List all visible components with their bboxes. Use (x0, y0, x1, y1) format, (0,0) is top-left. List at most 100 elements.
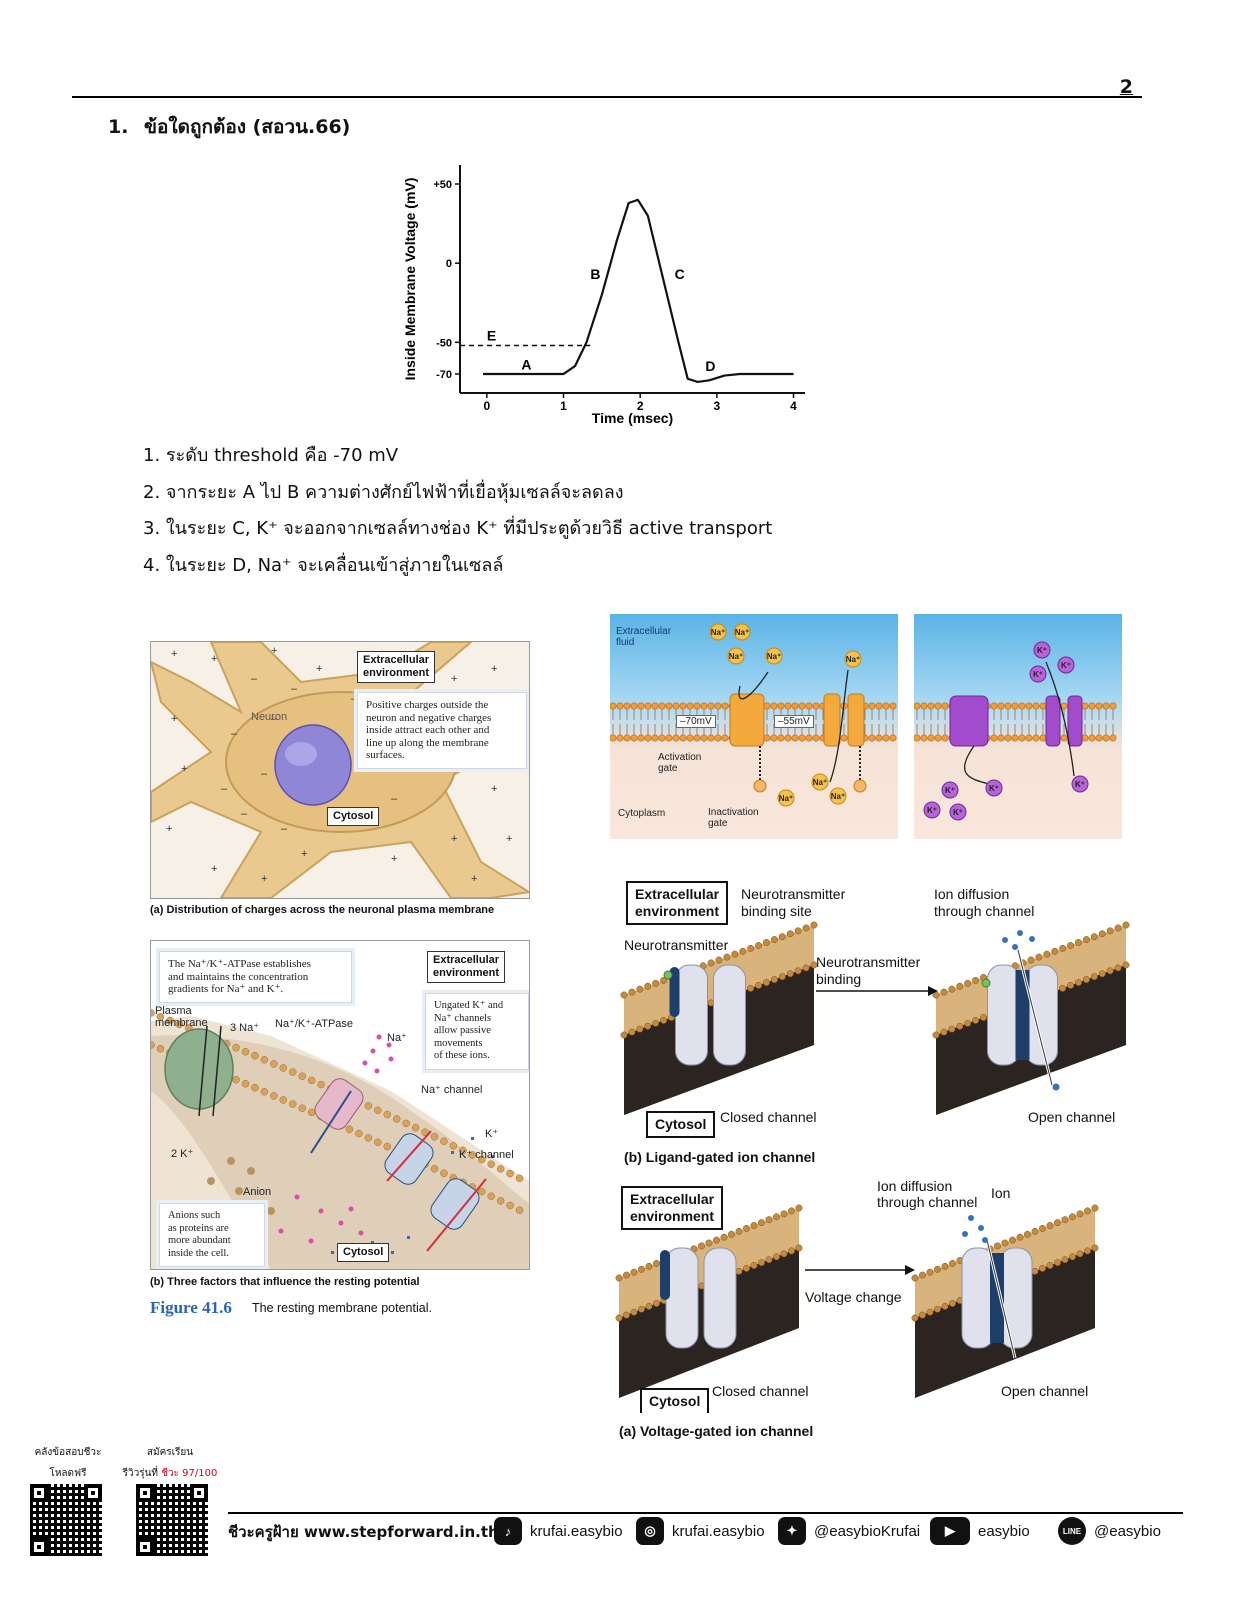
lipid-head (383, 1142, 391, 1151)
lipid-head (868, 734, 876, 742)
choice-3[interactable]: 3. ในระยะ C, K⁺ จะออกจากเซลล์ทางช่อง K⁺ … (143, 518, 773, 539)
open-pore (990, 1253, 1004, 1343)
channel-subunit (987, 964, 1020, 1066)
cytosol-label: Cytosol (337, 1243, 390, 1262)
anion-dot (267, 1207, 275, 1215)
choice-2[interactable]: 2. จากระยะ A ไป B ความต่างศักย์ไฟฟ้าที่เ… (143, 481, 624, 503)
ion-label: K⁺ (1033, 670, 1043, 679)
lipid-head (1031, 1267, 1039, 1275)
plus-charge: + (181, 763, 187, 775)
lipid-head (948, 1025, 956, 1033)
lipid-head (990, 702, 998, 710)
na-dot (388, 1056, 394, 1062)
lipid-head (241, 1048, 250, 1056)
open-pore (1015, 970, 1030, 1060)
lipid-head (496, 1197, 505, 1205)
na-label: Na⁺ (387, 1032, 407, 1044)
ions (1002, 930, 1060, 1091)
lipid-head (496, 1165, 505, 1173)
qr-code-exam-bank[interactable] (30, 1484, 102, 1556)
lipid-head (644, 1022, 652, 1030)
lipid-head (889, 734, 897, 742)
lipid-head (763, 702, 771, 710)
lipid-head (773, 1213, 780, 1221)
pump-arrow-down (198, 1025, 208, 1117)
footer-rule (228, 1512, 1183, 1514)
lipid-head (1025, 734, 1033, 742)
voltage-change-label: Voltage change (805, 1289, 902, 1305)
lipid-head (1091, 1244, 1099, 1252)
line-link[interactable]: LINE@easybio (1058, 1517, 1161, 1545)
lipid-head (882, 734, 890, 742)
plus-charge: + (471, 873, 477, 885)
na-channel-open-left (823, 693, 841, 747)
ion-label: K⁺ (989, 784, 999, 793)
lipid-head (1024, 1230, 1031, 1238)
plus-charge: + (491, 663, 497, 675)
lipid-head (1009, 1236, 1016, 1244)
lipid-head (747, 944, 755, 952)
ion-label: K⁺ (927, 806, 937, 815)
lipid-head (810, 921, 818, 929)
lipid-head (1076, 1250, 1084, 1258)
ion-label: Na⁺ (711, 628, 725, 637)
lipid-head (794, 927, 802, 935)
lipid-head (707, 734, 715, 742)
lipid-head (686, 702, 694, 710)
channel-gate (669, 967, 680, 1017)
minus-charge: – (221, 783, 228, 795)
youtube-link[interactable]: ▶easybio (930, 1517, 1030, 1545)
qr-code-register[interactable] (136, 1484, 208, 1556)
minus-charge: – (271, 713, 278, 725)
plus-charge: + (171, 713, 177, 725)
lipid-head (1039, 1264, 1046, 1272)
ion (1033, 641, 1051, 659)
choice-1[interactable]: 1. ระดับ threshold คือ -70 mV (143, 445, 399, 466)
neurotransmitter-label: Neurotransmitter (624, 937, 729, 953)
na-arrow-1 (738, 671, 769, 700)
instagram-link[interactable]: ◎krufai.easybio (636, 1517, 765, 1545)
lipid-head (623, 734, 631, 742)
brand-link[interactable]: ชีวะครูฝ้าย www.stepforward.in.th (228, 1523, 499, 1541)
ion-dot (962, 1231, 968, 1237)
lipid-head (698, 1242, 705, 1250)
k-dot (491, 1155, 494, 1158)
membranes (615, 1204, 1099, 1398)
ion-label: Na⁺ (846, 655, 860, 664)
lipid-head (707, 959, 715, 967)
x-tick-label: 0 (483, 399, 490, 413)
lipid-head (721, 734, 729, 742)
anion-dot (247, 1167, 255, 1175)
lipid-head (786, 930, 794, 938)
lipid-head (270, 1060, 278, 1068)
lipid-head (644, 734, 652, 742)
lipid-head (765, 1216, 773, 1224)
na-arrow-2 (829, 669, 849, 783)
ion-label: K⁺ (1037, 646, 1047, 655)
lipid-head (630, 1308, 638, 1316)
lipid-head (919, 1271, 926, 1279)
lipid-head (374, 1106, 382, 1114)
lipid-head (615, 1274, 623, 1282)
lipid-head (750, 1222, 758, 1229)
channel-subunit (675, 964, 708, 1066)
y-axis-label: Inside Membrane Voltage (mV) (402, 178, 418, 381)
lipid-head (660, 976, 668, 984)
lipid-head (638, 1305, 645, 1313)
tiktok-link[interactable]: ♪krufai.easybio (494, 1517, 623, 1545)
lipid-head (810, 961, 818, 969)
lipid-head (949, 1299, 956, 1307)
lipid-head (1098, 930, 1106, 938)
choice-4[interactable]: 4. ในระยะ D, Na⁺ จะเคลื่อนเข้าสู่ภายในเซ… (143, 554, 504, 576)
lipid-head (1001, 1239, 1009, 1247)
twitter-link[interactable]: ✦@easybioKrufai (778, 1517, 920, 1545)
k-dot (331, 1251, 334, 1254)
lipid-head (1046, 1222, 1054, 1229)
ion-label: Ion (991, 1185, 1011, 1201)
voltage-70-label: –70mV (676, 715, 716, 728)
voltage-55-label: –55mV (774, 715, 814, 728)
